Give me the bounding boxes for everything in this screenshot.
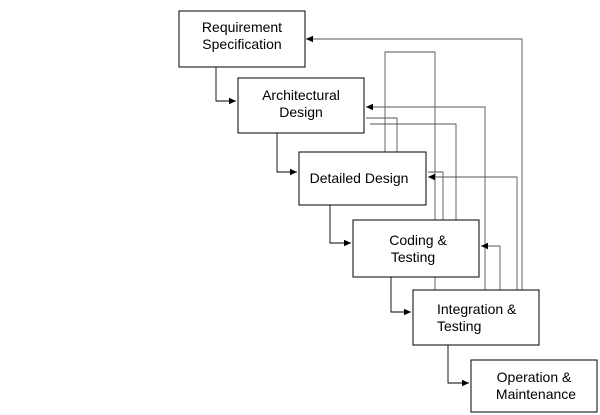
feedback-edge-integration-to-detailed bbox=[428, 173, 518, 290]
stage-box bbox=[298, 151, 427, 206]
stage-label-line: Detailed Design bbox=[310, 170, 409, 186]
stage-box bbox=[352, 219, 480, 278]
flow-edge-integration-to-operation bbox=[447, 345, 469, 387]
stage-label-line: Specification bbox=[202, 36, 281, 52]
forward-edges bbox=[215, 67, 469, 387]
feedback-edges bbox=[306, 35, 523, 290]
stage-box bbox=[470, 359, 598, 413]
flow-edge-coding-to-integration bbox=[390, 277, 411, 316]
stage-coding-testing: Coding & Testing bbox=[352, 219, 480, 278]
stage-label-line: Operation & bbox=[497, 369, 572, 385]
flow-edge-requirements-to-architecture bbox=[215, 67, 236, 105]
stage-label-line: Coding & bbox=[389, 232, 447, 248]
stage-integration-testing: Integration & Testing bbox=[412, 289, 540, 346]
flow-edge-detailed-to-coding bbox=[329, 205, 351, 247]
feedback-edge-detailed-to-requirements bbox=[384, 51, 436, 290]
feedback-edge-coding-to-detailed bbox=[428, 171, 444, 220]
flow-edge-architecture-to-detailed bbox=[276, 133, 297, 176]
stage-box bbox=[178, 10, 306, 68]
stage-label-line: Integration & bbox=[437, 301, 517, 317]
stage-operation-maintenance: Operation & Maintenance bbox=[470, 359, 598, 413]
stage-label-line: Testing bbox=[391, 249, 435, 265]
stage-label-line: Testing bbox=[437, 318, 481, 334]
stage-label-line: Design bbox=[279, 104, 323, 120]
feedback-edge-integration-to-architecture bbox=[366, 103, 486, 290]
stage-box bbox=[237, 77, 365, 134]
stage-label-line: Requirement bbox=[202, 19, 282, 35]
feedback-edge-integration-to-coding bbox=[481, 242, 501, 290]
feedback-edge-coding-to-architecture bbox=[370, 123, 457, 220]
stage-requirement-specification: Requirement Specification bbox=[178, 10, 306, 68]
stage-box bbox=[412, 289, 540, 346]
stage-detailed-design: Detailed Design bbox=[298, 151, 427, 206]
feedback-edge-detailed-to-architecture bbox=[366, 117, 398, 152]
stage-label-line: Architectural bbox=[262, 87, 340, 103]
stage-label-line: Maintenance bbox=[496, 386, 576, 402]
feedback-edge-integration-to-requirements bbox=[306, 35, 523, 290]
stage-architectural-design: Architectural Design bbox=[237, 77, 365, 134]
